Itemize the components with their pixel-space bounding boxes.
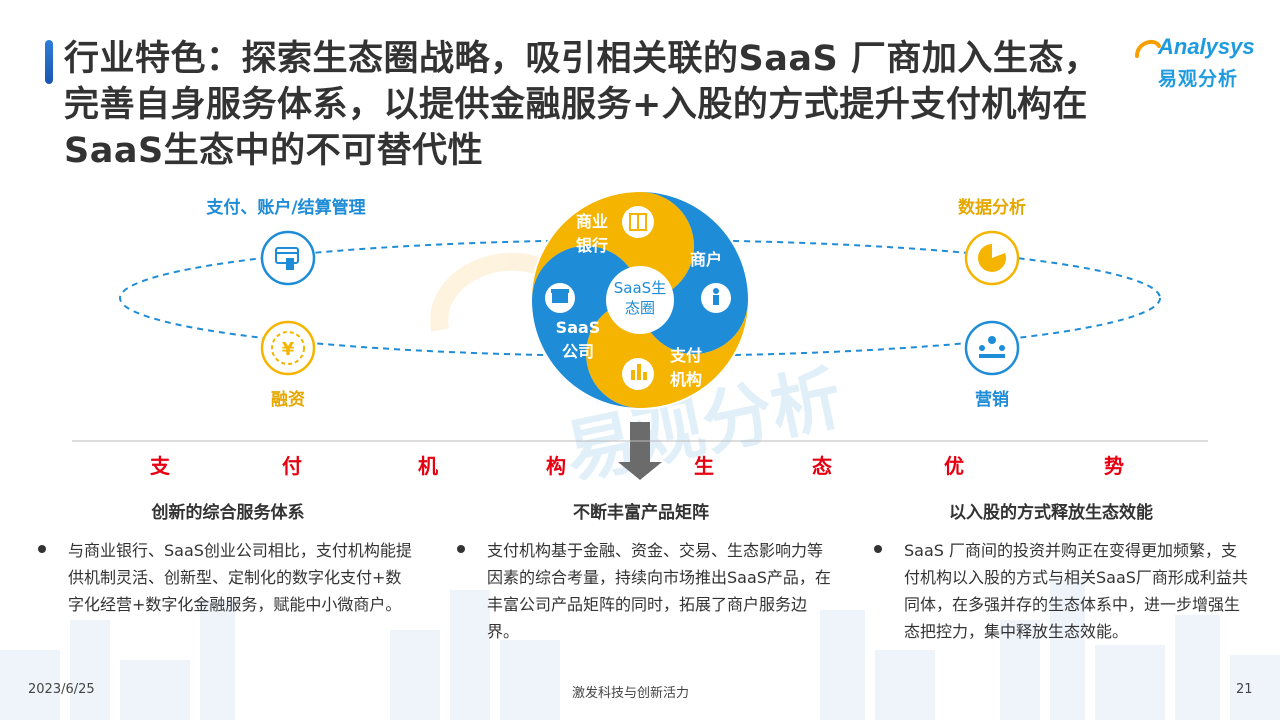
segment-label-merchant: 商户 xyxy=(689,250,722,269)
data-analysis-icon xyxy=(964,230,1020,286)
strip-char: 构 xyxy=(546,454,566,478)
strip-char: 优 xyxy=(944,454,964,478)
logo-text-cn: 易观分析 xyxy=(1158,68,1239,90)
strip-char: 机 xyxy=(418,454,438,478)
yuan-financing-icon: ¥ xyxy=(260,320,316,376)
segment-label-payment: 支付 机构 xyxy=(669,346,702,389)
payment-chart-icon xyxy=(622,358,654,390)
column-heading: 创新的综合服务体系 xyxy=(151,503,305,523)
merchant-person-icon xyxy=(701,283,731,313)
column-body: 与商业银行、SaaS创业公司相比，支付机构能提供机制灵活、创新型、定制化的数字化… xyxy=(68,541,412,614)
label-financing: 融资 xyxy=(271,390,305,410)
bullet-dot xyxy=(874,545,882,553)
label-data-analysis: 数据分析 xyxy=(958,198,1026,218)
shop-icon xyxy=(545,283,575,313)
column-heading: 不断丰富产品矩阵 xyxy=(573,503,709,523)
svg-text:¥: ¥ xyxy=(282,339,295,360)
column-body: SaaS 厂商间的投资并购正在变得更加频繁，支付机构以入股的方式与相关SaaS厂… xyxy=(904,541,1248,641)
card-payment-icon xyxy=(260,230,316,286)
bullet-dot xyxy=(38,545,46,553)
footer-date: 2023/6/25 xyxy=(28,682,95,697)
page-number: 21 xyxy=(1236,682,1253,697)
column-body: 支付机构基于金融、资金、交易、生态影响力等因素的综合考量，持续向市场推出SaaS… xyxy=(487,541,831,641)
strip-char: 生 xyxy=(694,454,714,478)
bank-icon xyxy=(622,206,654,238)
bullet-dot xyxy=(457,545,465,553)
strip-char: 付 xyxy=(282,454,302,478)
skyline-background xyxy=(0,580,1280,720)
center-circle xyxy=(606,266,674,334)
label-marketing: 营销 xyxy=(975,390,1009,410)
saas-ecosystem-diagram: sys 易观分析 ¥ xyxy=(72,190,1208,480)
analysys-logo-mark xyxy=(1135,39,1161,58)
down-arrow-icon xyxy=(618,422,662,480)
strip-char: 态 xyxy=(812,454,832,478)
column-heading: 以入股的方式释放生态效能 xyxy=(949,503,1153,523)
footer-slogan: 激发科技与创新活力 xyxy=(572,686,690,701)
page-title: 行业特色：探索生态圈战略，吸引相关联的SaaS 厂商加入生态，完善自身服务体系，… xyxy=(64,39,1100,171)
title-accent-bar xyxy=(45,40,53,84)
center-label: SaaS生 态圈 xyxy=(613,279,667,317)
label-payment-account: 支付、账户/结算管理 xyxy=(206,198,366,218)
segment-label-bank: 商业 银行 xyxy=(575,212,608,255)
logo-text-en: Analysys xyxy=(1158,34,1255,59)
strip-char: 支 xyxy=(150,454,170,478)
segment-label-saas-company: SaaS 公司 xyxy=(555,318,601,361)
strip-char: 势 xyxy=(1104,454,1124,478)
marketing-icon xyxy=(964,320,1020,376)
